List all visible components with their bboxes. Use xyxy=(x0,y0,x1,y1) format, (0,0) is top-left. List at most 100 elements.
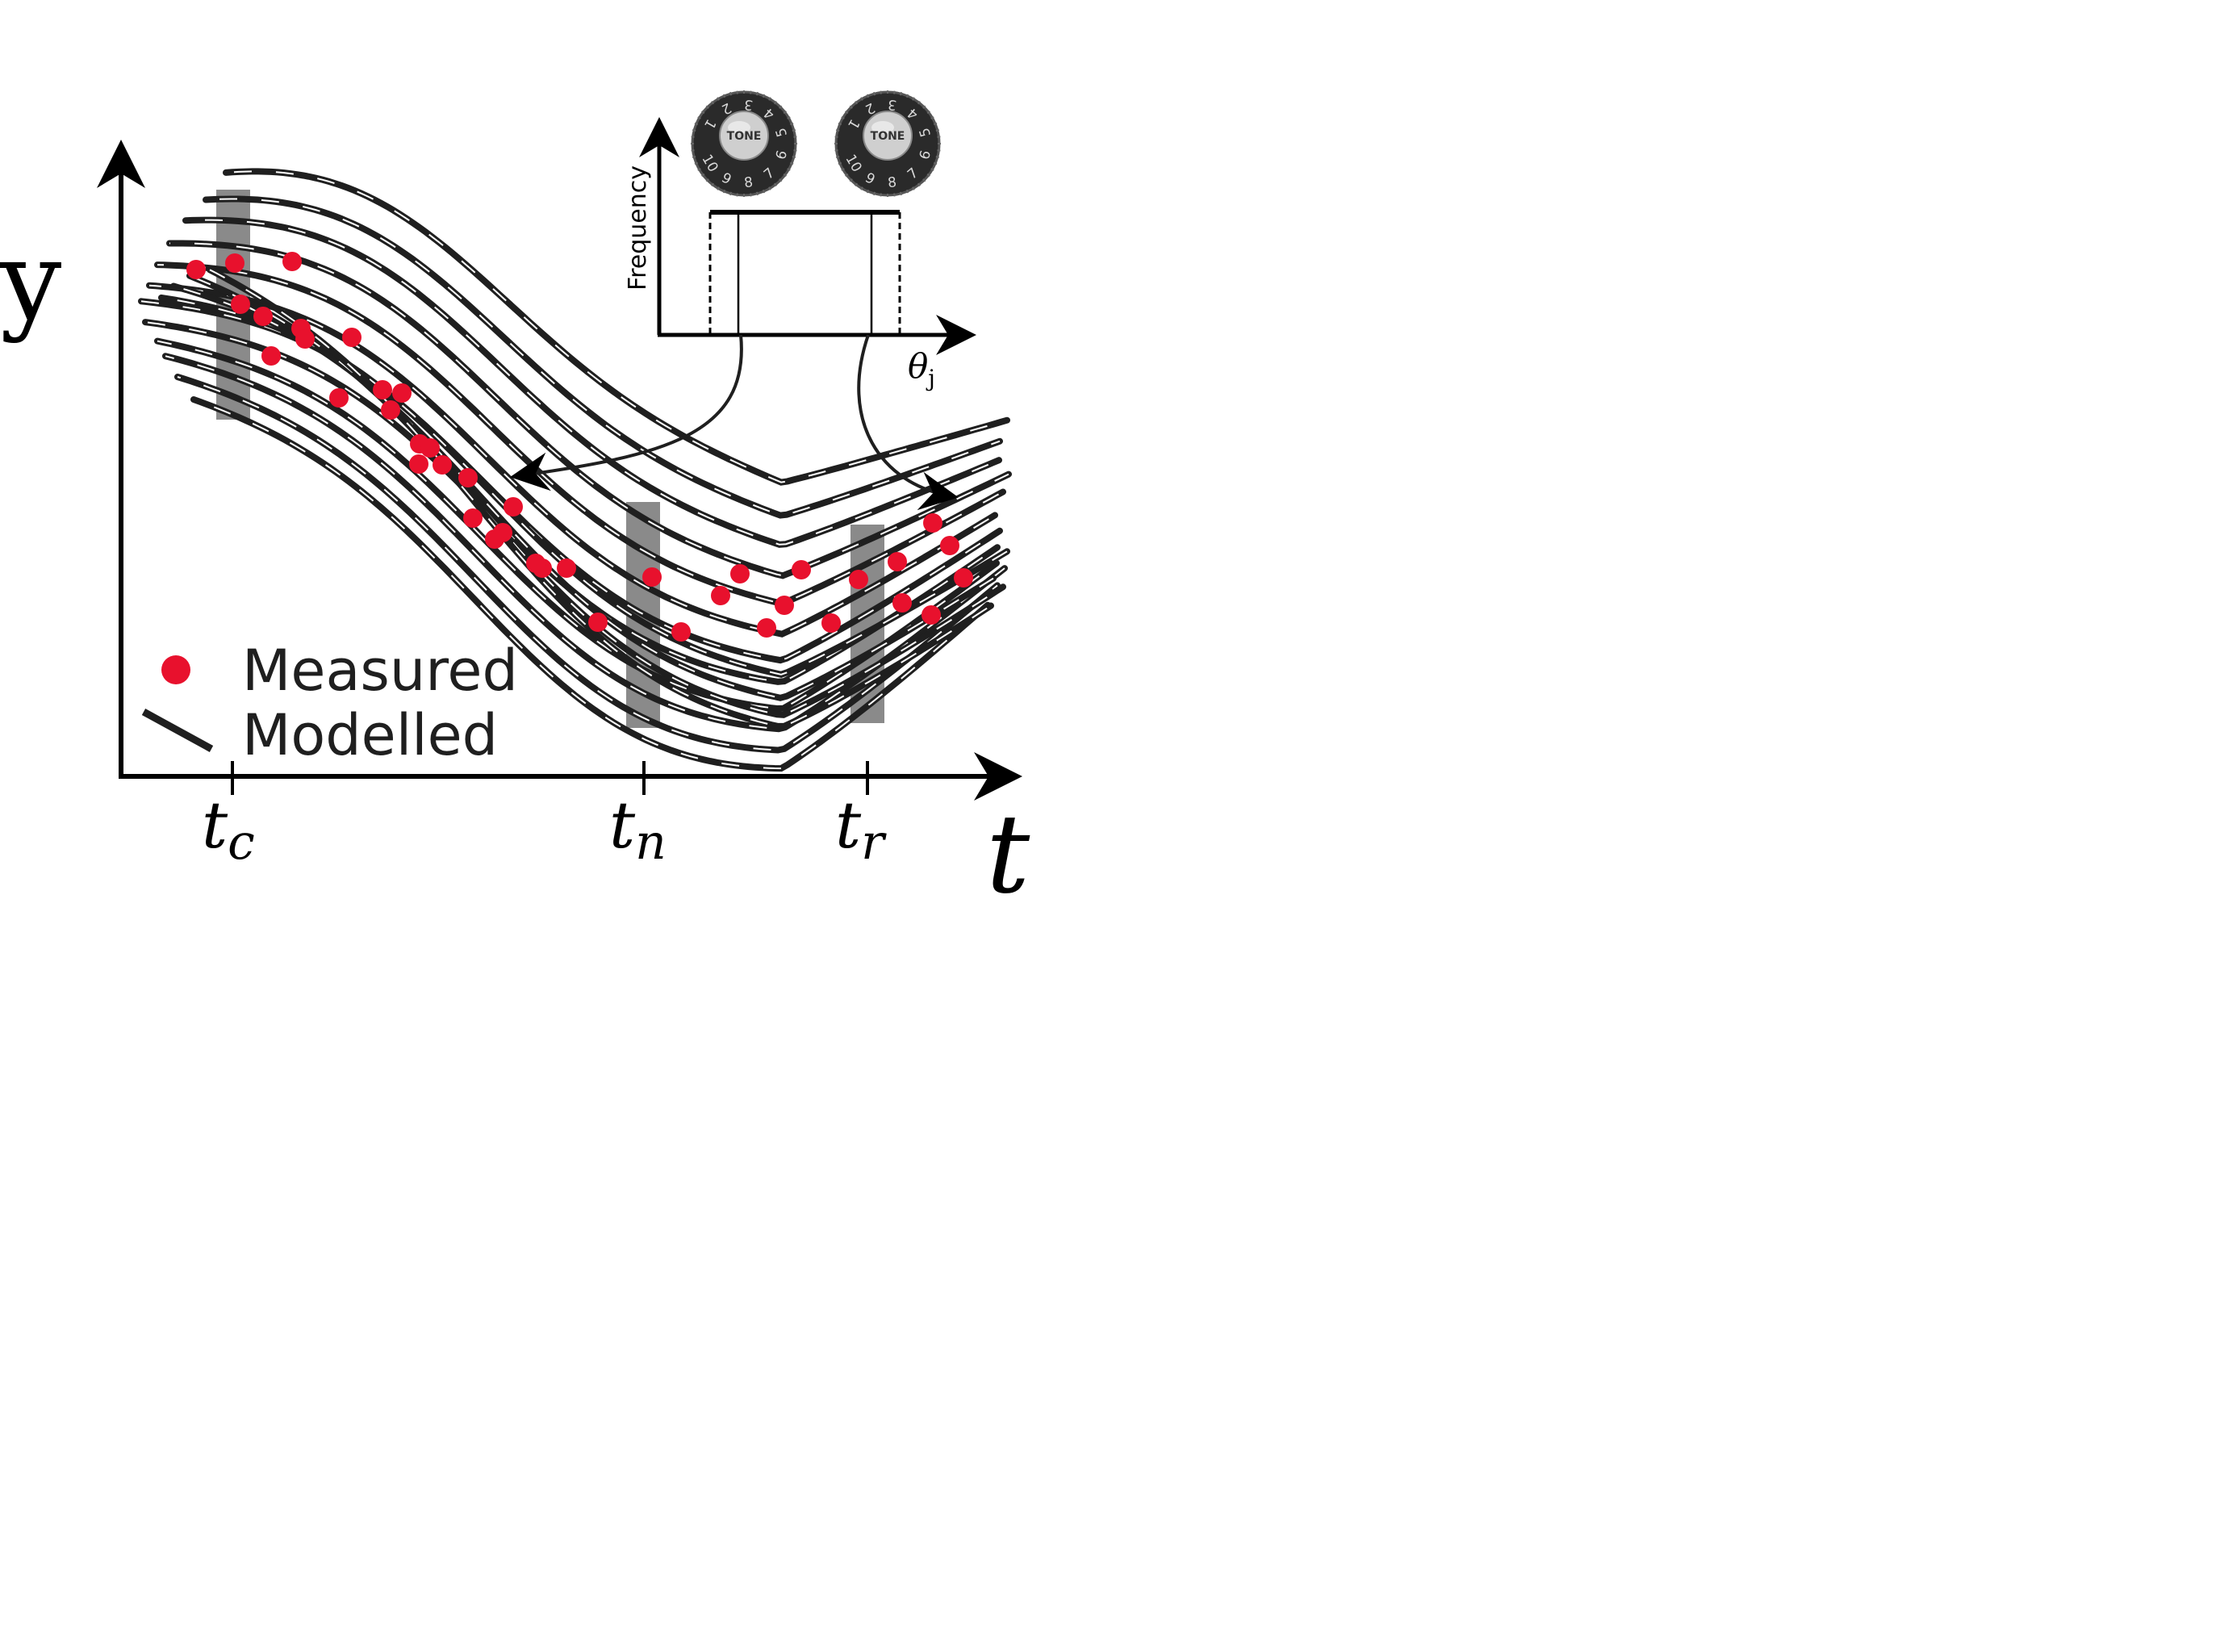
knob-knurl xyxy=(762,94,766,98)
knob-knurl xyxy=(783,111,788,115)
knob-knurl xyxy=(912,97,915,101)
modelled-curve xyxy=(203,195,1003,519)
knob-knurl xyxy=(933,122,938,126)
knob-knurl xyxy=(768,97,771,101)
modelled-curve xyxy=(182,216,1002,548)
measured-point xyxy=(940,536,959,555)
x-axis-label: t xyxy=(986,791,1030,918)
knob-knurl xyxy=(705,105,709,109)
measured-point xyxy=(642,567,662,587)
modelled-curve-dash xyxy=(157,340,997,710)
knob-knurl xyxy=(722,94,726,98)
knob-knurl xyxy=(729,91,732,96)
measured-point xyxy=(433,455,452,475)
measured-point xyxy=(892,593,912,613)
knob-knurl xyxy=(930,168,934,171)
knob-knurl xyxy=(722,189,726,194)
measured-point xyxy=(923,513,942,533)
knob-knurl xyxy=(729,191,732,196)
knob-knurl xyxy=(717,186,720,190)
knob-knurl xyxy=(773,182,777,187)
measured-point xyxy=(821,613,841,633)
knob-knurl xyxy=(844,111,849,115)
measured-point xyxy=(711,586,730,605)
mapping-arrow-right xyxy=(857,334,959,511)
knob-knurl xyxy=(711,182,715,187)
knob-knurl xyxy=(855,100,859,105)
knob-knurl xyxy=(793,136,797,138)
measured-point xyxy=(775,596,794,615)
knob-knurl xyxy=(779,105,783,109)
knob-knurl xyxy=(860,186,863,190)
knob-label: TONE xyxy=(871,130,905,143)
measured-point xyxy=(261,346,281,366)
main-axes xyxy=(97,140,1022,801)
knob-knurl xyxy=(880,193,882,197)
knob-knurl xyxy=(893,193,896,197)
measured-point xyxy=(526,554,545,573)
knob-knurl xyxy=(922,178,926,182)
knob-knurl xyxy=(789,122,794,126)
knob-knurl xyxy=(841,116,845,119)
knob-knurl xyxy=(834,149,838,152)
measured-point xyxy=(463,508,483,528)
measured-point xyxy=(504,497,523,517)
legend-modelled-marker xyxy=(141,709,214,752)
knob-knurl xyxy=(700,111,705,115)
measured-point xyxy=(282,252,302,271)
knob-knurl xyxy=(711,100,715,105)
knob-knurl xyxy=(787,168,791,171)
knob-label: TONE xyxy=(727,130,762,143)
knob-knurl xyxy=(872,191,876,196)
knob-knurl xyxy=(736,193,738,197)
measured-point xyxy=(730,564,750,583)
inset-distribution: Frequency θj xyxy=(510,117,976,511)
knob-knurl xyxy=(893,90,896,94)
measured-point xyxy=(557,558,576,578)
knob-knurl xyxy=(926,111,931,115)
modelled-curve-dash xyxy=(148,284,996,635)
knob-knurl xyxy=(697,116,701,119)
measured-point xyxy=(225,253,244,273)
measured-point xyxy=(231,295,250,314)
measured-point xyxy=(381,400,400,420)
measured-point xyxy=(671,622,691,642)
measured-point xyxy=(888,552,907,571)
measured-point xyxy=(954,568,973,588)
knob-knurl xyxy=(937,136,941,138)
knob-knurl xyxy=(756,91,759,96)
modelled-curve-dash xyxy=(157,264,1004,604)
knob-knurl xyxy=(694,122,699,126)
knob-knurl xyxy=(779,178,783,182)
knob-knurl xyxy=(750,90,752,94)
tick-label-tn: tn xyxy=(609,788,667,871)
knob-knurl xyxy=(697,168,701,171)
modelled-curve xyxy=(174,374,1001,754)
knob-knurl xyxy=(855,182,859,187)
tick-label-tc: tc xyxy=(202,788,255,871)
measured-point xyxy=(420,438,440,458)
knob-knurl xyxy=(691,149,695,152)
inset-x-axis-label: θj xyxy=(908,346,935,391)
knob-knurl xyxy=(838,161,842,165)
legend-measured-marker xyxy=(161,655,190,684)
knob-knurl xyxy=(750,193,752,197)
inset-y-axis-label: Frequency xyxy=(624,165,652,291)
knob-cap-shine xyxy=(871,121,894,134)
measured-point xyxy=(409,454,428,474)
measured-point xyxy=(922,605,941,625)
knob-cap-shine xyxy=(728,121,750,134)
knob-knurl xyxy=(844,173,849,177)
knob-knurl xyxy=(717,97,720,101)
knob-knurl xyxy=(926,173,931,177)
knob-knurl xyxy=(930,116,934,119)
knob-scale-number: 8 xyxy=(743,174,754,191)
knob-knurl xyxy=(905,189,909,194)
measured-point xyxy=(373,380,392,399)
knob-scale-number: 3 xyxy=(743,96,754,113)
measured-point xyxy=(186,260,206,279)
measured-point xyxy=(295,329,315,349)
knob-knurl xyxy=(866,94,870,98)
knob-knurl xyxy=(917,182,921,187)
